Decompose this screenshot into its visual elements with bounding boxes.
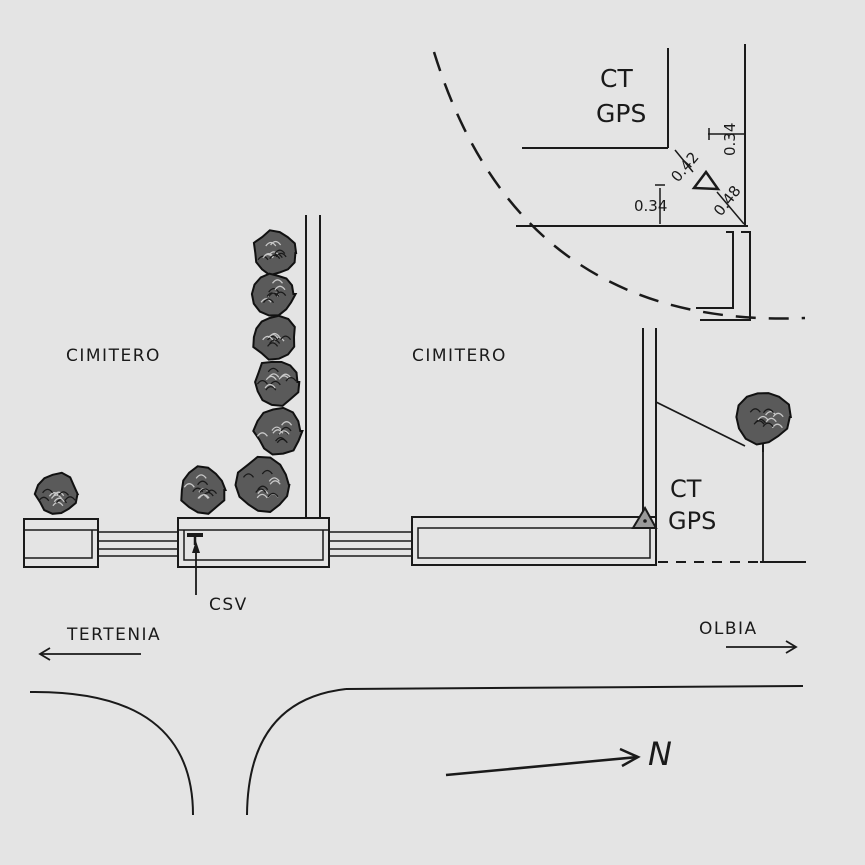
gps-top-label: GPS [596,99,646,128]
boundary-wall-middle [177,517,330,568]
ct-bottom-label: CT [670,475,702,503]
wall-connector-2 [329,531,412,557]
dimension-034-right: 0.34 [721,123,739,156]
cimitero-right-label: CIMITERO [412,346,507,366]
dimension-034-left: 0.34 [634,197,667,215]
arrow-tertenia [38,647,141,661]
survey-point-triangle-top [691,169,721,191]
tree-canopy [735,392,792,446]
tree-canopy [180,465,227,515]
tree-canopy [234,455,291,514]
cimitero-left-label: CIMITERO [66,346,161,366]
boundary-wall-right [411,516,657,566]
tree-canopy [33,471,80,515]
csv-marker [187,533,203,595]
wall-connector-1 [98,531,178,557]
tree-canopy [254,360,301,407]
olbia-label: OLBIA [699,619,758,639]
tree-canopy [252,229,298,277]
road [29,685,804,816]
fenced-lot [655,401,806,563]
boundary-wall-left [23,518,99,568]
arrow-olbia [726,640,798,654]
survey-point-dot [643,519,647,523]
tree-canopy [252,406,304,456]
north-label: N [648,735,672,773]
ct-top-label: CT [600,64,633,93]
csv-label: CSV [209,595,248,615]
trees [33,229,792,515]
tertenia-label: TERTENIA [66,625,161,645]
dimension-042: 0.42 [667,148,702,185]
cemetery-divider-wall [305,215,321,518]
north-arrow [445,747,641,777]
ct-top-enclosure [516,44,751,321]
tree-canopy [252,314,296,361]
dashed-radius-arc [432,51,806,320]
tree-canopy [250,272,298,317]
gps-bottom-label: GPS [668,507,716,535]
survey-point-triangle-bottom [631,505,658,529]
